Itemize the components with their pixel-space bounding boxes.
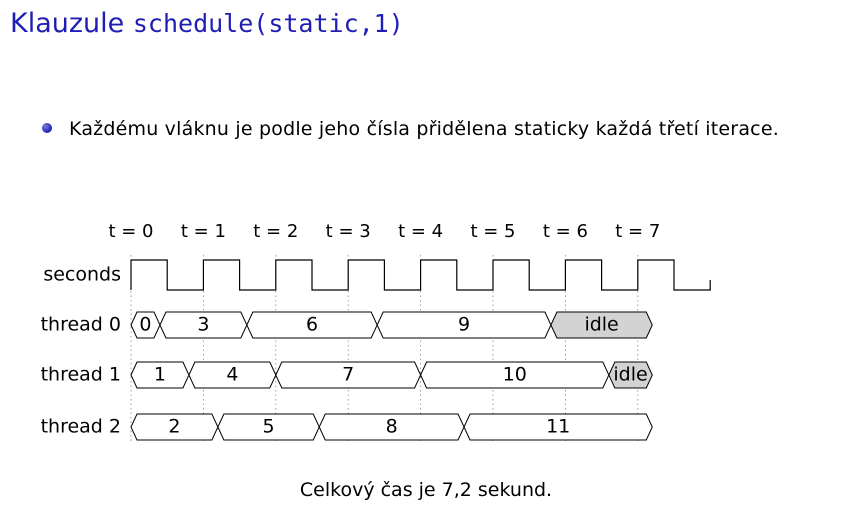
- iteration-label: 2: [168, 416, 180, 438]
- iteration-segment: [463, 413, 653, 441]
- thread-label: thread 2: [41, 416, 121, 438]
- iteration-label: 6: [306, 314, 318, 336]
- time-label: t = 2: [253, 221, 298, 242]
- time-label: t = 7: [615, 221, 660, 242]
- time-label: t = 4: [398, 221, 443, 242]
- iteration-label: 4: [226, 364, 238, 386]
- iteration-label: 8: [386, 416, 398, 438]
- bullet-item: Každému vláknu je podle jeho čísla přidě…: [42, 113, 822, 145]
- clock-waveform: [130, 259, 711, 291]
- iteration-label: 5: [263, 416, 275, 438]
- time-label: t = 1: [181, 221, 226, 242]
- iteration-label: 11: [546, 416, 570, 438]
- iteration-label: 3: [197, 314, 209, 336]
- caption: Celkový čas je 7,2 sekund.: [299, 479, 553, 501]
- time-label: t = 5: [470, 221, 515, 242]
- time-label: t = 3: [326, 221, 371, 242]
- iteration-label: 1: [154, 364, 166, 386]
- slide-title: Klauzule schedule(static,1): [10, 8, 404, 39]
- title-prefix: Klauzule: [10, 8, 133, 39]
- idle-segment: [550, 311, 653, 339]
- iteration-label: 7: [342, 364, 354, 386]
- iteration-label: 10: [503, 364, 527, 386]
- idle-label: idle: [613, 364, 647, 386]
- bullet-text: Každému vláknu je podle jeho čísla přidě…: [69, 118, 779, 140]
- thread-label: thread 1: [41, 364, 121, 386]
- bullet-icon: [42, 123, 52, 133]
- iteration-label: 0: [139, 314, 151, 336]
- idle-label: idle: [584, 314, 618, 336]
- idle-segment: [608, 361, 653, 389]
- timing-diagram: t = 0 t = 1 t = 2 t = 3 t = 4 t = 5 t = 6 t = 7…: [41, 221, 711, 442]
- time-label: t = 6: [543, 221, 588, 242]
- iteration-label: 9: [458, 314, 470, 336]
- title-code: schedule(static,1): [132, 9, 404, 38]
- thread-label: thread 0: [41, 314, 121, 336]
- time-label: t = 0: [108, 221, 153, 242]
- clock-label: seconds: [43, 264, 121, 286]
